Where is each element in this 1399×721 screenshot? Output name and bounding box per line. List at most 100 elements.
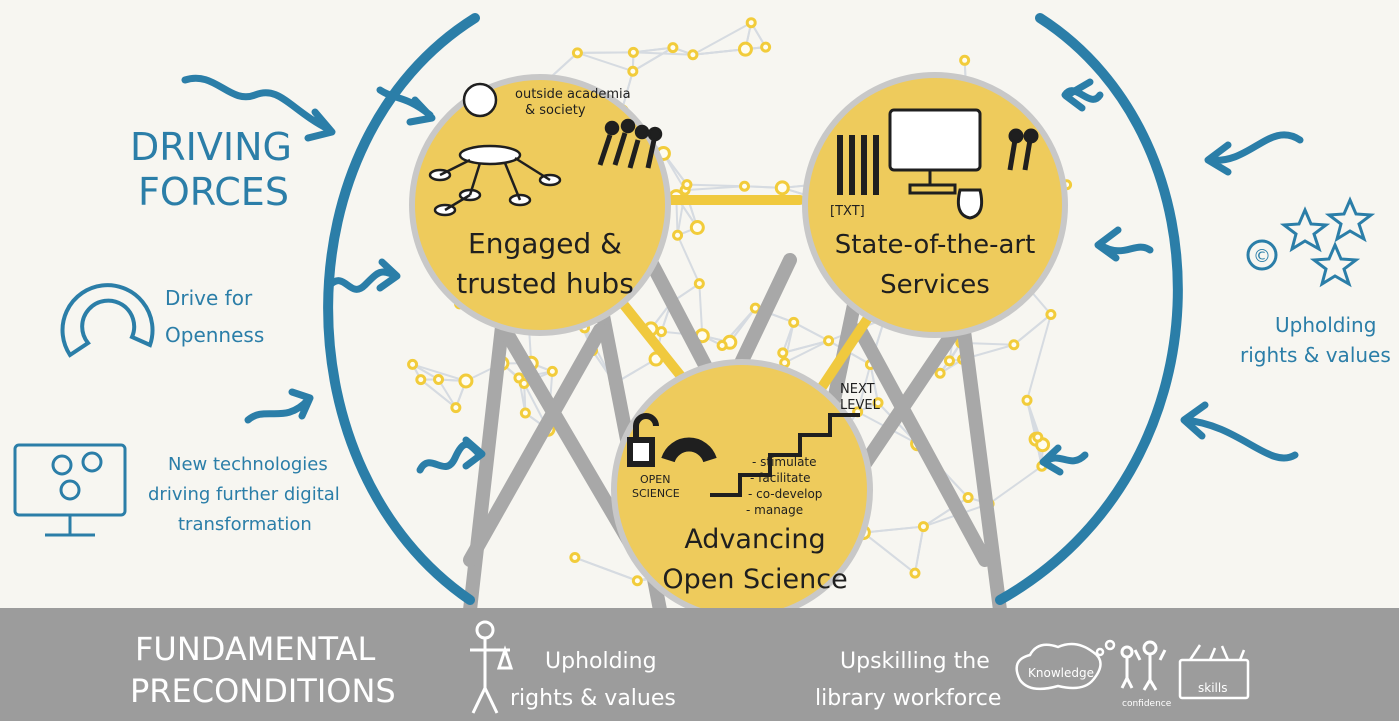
arrow-icon bbox=[244, 388, 314, 424]
network-node bbox=[655, 326, 667, 338]
open-lock-icon bbox=[627, 413, 717, 467]
lock-label-line2: SCIENCE bbox=[632, 487, 680, 500]
network-link bbox=[412, 363, 467, 382]
network-node bbox=[681, 179, 693, 191]
lady-justice-icon bbox=[470, 620, 514, 714]
network-link bbox=[784, 339, 830, 364]
network-link bbox=[633, 46, 673, 54]
tech-line2: driving further digital bbox=[148, 484, 340, 505]
network-node bbox=[788, 316, 800, 328]
network-link bbox=[685, 185, 745, 192]
network-link bbox=[692, 21, 752, 56]
network-node bbox=[934, 367, 946, 379]
network-node bbox=[774, 180, 790, 196]
arrow-icon bbox=[326, 258, 401, 293]
open-science-step: - manage bbox=[746, 503, 803, 517]
open-science-steps: - stimulate - facilitate - co-develop - man… bbox=[746, 455, 822, 517]
network-link bbox=[437, 378, 457, 409]
open-science-step: - facilitate bbox=[750, 471, 810, 485]
arrow-icon bbox=[1061, 78, 1104, 112]
preconditions-band: FUNDAMENTAL PRECONDITIONS Upholding righ… bbox=[0, 608, 1399, 721]
network-link bbox=[1026, 314, 1052, 401]
open-science-step: - stimulate bbox=[752, 455, 817, 469]
right-rights-panel: © Upholding rights & values bbox=[1240, 196, 1391, 367]
network-link bbox=[574, 556, 638, 582]
network-node bbox=[627, 46, 639, 58]
knowledge-cloud-icon bbox=[1015, 639, 1116, 691]
people-network-icon bbox=[428, 82, 663, 217]
network-node bbox=[1008, 339, 1020, 351]
network-node bbox=[689, 220, 705, 236]
hub-services-title-line2: Services bbox=[880, 270, 990, 300]
openness-line1: Drive for bbox=[165, 286, 253, 310]
hub-open-science: OPEN SCIENCE NEXT LEVEL - stimulate - fac… bbox=[611, 359, 881, 621]
network-link bbox=[914, 526, 925, 574]
next-level-line2: LEVEL bbox=[840, 398, 881, 413]
svg-text:©: © bbox=[1253, 246, 1271, 267]
arrow-icon bbox=[416, 436, 486, 474]
next-level-line1: NEXT bbox=[840, 382, 875, 397]
hub-engaged-note-line1: outside academia bbox=[515, 87, 631, 102]
hub-engaged-title-line1: Engaged & bbox=[468, 227, 622, 260]
network-node bbox=[716, 339, 728, 351]
network-link bbox=[869, 364, 880, 403]
network-link bbox=[1013, 313, 1052, 346]
preconditions-rights-line1: Upholding bbox=[545, 649, 657, 674]
network-node bbox=[458, 373, 474, 389]
arrow-icon bbox=[181, 74, 336, 142]
services-txt-label: [TXT] bbox=[830, 204, 865, 219]
hub-open-science-title-line1: Advancing bbox=[684, 524, 825, 555]
hub-services: [TXT] State-of-the-art Services bbox=[802, 72, 1068, 338]
arrow-icon bbox=[376, 86, 436, 126]
network-node bbox=[627, 65, 639, 77]
network-node bbox=[1045, 308, 1057, 320]
upskill-line2: library workforce bbox=[815, 686, 1001, 711]
network-node bbox=[518, 377, 530, 389]
arrow-icon bbox=[1180, 401, 1299, 462]
network-node bbox=[959, 54, 971, 66]
network-node bbox=[962, 492, 974, 504]
hub-open-science-title-line2: Open Science bbox=[662, 564, 847, 595]
network-link bbox=[420, 378, 457, 409]
network-node bbox=[777, 347, 789, 359]
computer-lab-icon bbox=[837, 108, 1039, 220]
driving-forces-panel: DRIVING FORCES Drive for Openness New te… bbox=[13, 125, 340, 537]
network-node bbox=[749, 302, 761, 314]
left-arc bbox=[323, 13, 480, 605]
preconditions-rights-line2: rights & values bbox=[510, 686, 676, 711]
hub-services-title-line1: State-of-the-art bbox=[835, 230, 1036, 260]
open-science-step: - co-develop bbox=[748, 487, 822, 501]
right-rights-line1: Upholding bbox=[1275, 313, 1376, 337]
preconditions-title-line1: FUNDAMENTAL bbox=[135, 630, 375, 668]
network-node bbox=[737, 41, 753, 57]
network-node bbox=[943, 355, 955, 367]
network-node bbox=[1032, 431, 1044, 443]
lock-label-line1: OPEN bbox=[640, 473, 670, 486]
network-node bbox=[415, 374, 427, 386]
driving-arrows-right bbox=[1039, 78, 1304, 476]
network-node bbox=[909, 567, 921, 579]
confidence-people-icon bbox=[1120, 640, 1167, 691]
arrow-icon bbox=[1094, 226, 1154, 262]
openness-line2: Openness bbox=[165, 323, 264, 347]
network-node bbox=[693, 278, 705, 290]
preconditions-title-line2: PRECONDITIONS bbox=[130, 672, 396, 710]
network-node bbox=[407, 358, 419, 370]
driving-forces-title-line2: FORCES bbox=[138, 170, 289, 214]
network-link bbox=[782, 339, 829, 354]
monitor-gears-icon bbox=[13, 443, 127, 537]
right-rights-line2: rights & values bbox=[1240, 343, 1391, 367]
network-link bbox=[632, 46, 674, 73]
network-node bbox=[672, 229, 684, 241]
skills-toolbox-icon bbox=[1178, 644, 1250, 700]
network-node bbox=[760, 41, 772, 53]
arrow-icon bbox=[1204, 131, 1304, 176]
network-node bbox=[546, 365, 558, 377]
knowledge-label: Knowledge bbox=[1028, 666, 1094, 680]
arrow-icon bbox=[1039, 444, 1089, 476]
upskill-line1: Upskilling the bbox=[840, 649, 990, 674]
network-node bbox=[917, 521, 929, 533]
network-node bbox=[571, 47, 583, 59]
network-link bbox=[863, 525, 924, 534]
